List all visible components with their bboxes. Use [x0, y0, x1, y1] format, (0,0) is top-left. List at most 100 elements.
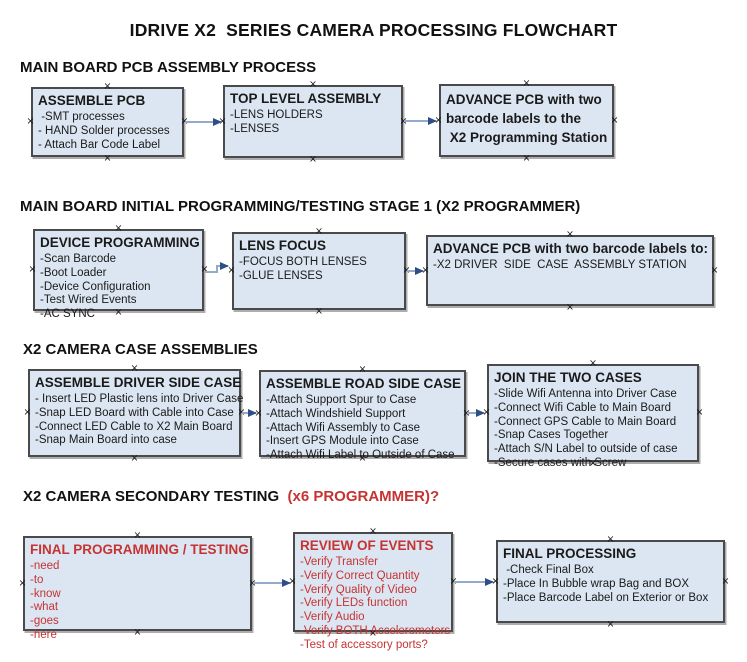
box-title: ASSEMBLE ROAD SIDE CASE	[266, 376, 462, 391]
section-heading-red: (x6 PROGRAMMER)?	[279, 488, 440, 505]
box-item: -Verify Quality of Video	[300, 583, 417, 596]
connection-handle-icon[interactable]: ×	[369, 526, 377, 537]
box-title: REVIEW OF EVENTS	[300, 538, 434, 553]
connection-handle-icon[interactable]: ×	[434, 114, 443, 126]
connection-handle-icon[interactable]: ×	[358, 453, 367, 464]
connection-handle-icon[interactable]: ×	[180, 116, 189, 127]
connection-handle-icon[interactable]: ×	[218, 115, 227, 127]
connection-handle-icon[interactable]: ×	[130, 363, 139, 374]
connection-handle-icon[interactable]: ×	[28, 264, 37, 275]
connection-handle-icon[interactable]: ×	[18, 577, 27, 589]
connection-handle-icon[interactable]: ×	[522, 153, 531, 164]
section-heading: MAIN BOARD PCB ASSEMBLY PROCESS	[20, 59, 317, 76]
connection-handle-icon[interactable]: ×	[237, 407, 246, 418]
connector-arrow[interactable]	[205, 262, 229, 273]
box-title-line: barcode labels to the	[446, 111, 582, 126]
connection-handle-icon[interactable]: ×	[26, 116, 35, 127]
connection-handle-icon[interactable]: ×	[358, 364, 367, 375]
connection-handle-icon[interactable]: ×	[695, 407, 704, 418]
process-box-assemble-pcb[interactable]: ASSEMBLE PCB -SMT processes - HAND Solde…	[27, 82, 189, 164]
box-item: -GLUE LENSES	[239, 269, 323, 282]
box-item: -Test of accessory ports?	[300, 638, 428, 651]
box-title: ADVANCE PCB with two barcode labels to:	[433, 241, 709, 256]
connection-handle-icon[interactable]: ×	[589, 458, 597, 469]
connection-handle-icon[interactable]: ×	[200, 264, 209, 275]
box-item: -Verify BOTH Accelerometers	[300, 624, 451, 637]
box-title: ASSEMBLE PCB	[38, 93, 146, 108]
box-item: -Snap Cases Together	[494, 429, 609, 442]
connection-handle-icon[interactable]: ×	[462, 407, 471, 419]
connection-handle-icon[interactable]: ×	[133, 627, 142, 638]
box-item: -Snap LED Board with Cable into Case	[35, 406, 234, 419]
connection-handle-icon[interactable]: ×	[566, 229, 574, 240]
box-item: -Attach S/N Label to outside of case	[494, 443, 678, 456]
process-box-top-level-assembly[interactable]: TOP LEVEL ASSEMBLY -LENS HOLDERS -LENSES…	[219, 80, 408, 165]
process-box-review-of-events[interactable]: REVIEW OF EVENTS -Verify Transfer -Verif…	[289, 527, 458, 651]
box-item: -Attach Wifi Assembly to Case	[266, 421, 421, 434]
connection-handle-icon[interactable]: ×	[114, 307, 123, 318]
box-item: -X2 DRIVER SIDE CASE ASSEMBLY STATION	[433, 259, 687, 271]
box-item: -need	[30, 560, 60, 572]
box-item: -to	[30, 573, 44, 586]
process-box-assemble-driver-side-case[interactable]: ASSEMBLE DRIVER SIDE CASE - Insert LED P…	[24, 364, 246, 464]
process-box-final-processing[interactable]: FINAL PROCESSING -Check Final Box -Place…	[492, 535, 730, 630]
box-item: -FOCUS BOTH LENSES	[239, 256, 367, 268]
connection-handle-icon[interactable]: ×	[114, 223, 123, 234]
process-box-join-the-two-cases[interactable]: JOIN THE TWO CASES -Slide Wifi Antenna i…	[483, 359, 704, 469]
connection-handle-icon[interactable]: ×	[103, 81, 112, 92]
box-title: FINAL PROGRAMMING / TESTING	[30, 542, 249, 557]
connection-handle-icon[interactable]: ×	[589, 358, 597, 369]
box-item: -Secure cases with Screw	[494, 456, 627, 469]
box-item: -Attach Windshield Support	[266, 407, 406, 420]
connection-handle-icon[interactable]: ×	[449, 576, 458, 587]
box-item: -Snap Main Board into case	[35, 434, 177, 447]
box-item: -Verify LEDs function	[300, 597, 408, 610]
connection-handle-icon[interactable]: ×	[248, 577, 257, 589]
connection-handle-icon[interactable]: ×	[399, 115, 408, 127]
connection-handle-icon[interactable]: ×	[288, 576, 297, 587]
connection-handle-icon[interactable]: ×	[315, 226, 323, 237]
connection-handle-icon[interactable]: ×	[309, 79, 317, 90]
connection-handle-icon[interactable]: ×	[421, 264, 430, 276]
connection-handle-icon[interactable]: ×	[710, 264, 719, 276]
connection-handle-icon[interactable]: ×	[227, 265, 236, 276]
box-item: -AC SYNC	[40, 308, 95, 321]
connection-handle-icon[interactable]: ×	[402, 265, 411, 276]
connection-handle-icon[interactable]: ×	[610, 114, 619, 126]
box-item: -Connect GPS Cable to Main Board	[494, 415, 677, 428]
process-box-advance-pcb-case-assembly[interactable]: ADVANCE PCB with two barcode labels to: …	[422, 230, 719, 313]
section-heading: X2 CAMERA CASE ASSEMBLIES	[23, 341, 258, 358]
process-box-assemble-road-side-case[interactable]: ASSEMBLE ROAD SIDE CASE -Attach Support …	[255, 365, 471, 464]
process-box-final-programming-testing[interactable]: FINAL PROGRAMMING / TESTING -need -to -k…	[19, 531, 257, 641]
connection-handle-icon[interactable]: ×	[315, 306, 323, 317]
connection-handle-icon[interactable]: ×	[369, 628, 377, 639]
section-heading: X2 CAMERA SECONDARY TESTING (x6 PROGRAMM…	[23, 488, 439, 505]
connection-handle-icon[interactable]: ×	[606, 619, 615, 630]
box-item: -Boot Loader	[40, 266, 107, 279]
connection-handle-icon[interactable]: ×	[606, 534, 615, 545]
box-item: -Verify Audio	[300, 611, 365, 624]
connection-handle-icon[interactable]: ×	[133, 530, 142, 541]
process-box-advance-pcb-programming[interactable]: ADVANCE PCB with two barcode labels to t…	[435, 79, 619, 164]
connection-handle-icon[interactable]: ×	[254, 407, 263, 419]
connection-handle-icon[interactable]: ×	[566, 302, 574, 313]
connection-handle-icon[interactable]: ×	[522, 78, 531, 89]
process-box-lens-focus[interactable]: LENS FOCUS -FOCUS BOTH LENSES -GLUE LENS…	[228, 227, 411, 317]
connection-handle-icon[interactable]: ×	[491, 575, 500, 587]
connection-handle-icon[interactable]: ×	[721, 575, 730, 587]
box-item: -SMT processes	[38, 111, 125, 123]
box-item: - Attach Bar Code Label	[38, 138, 161, 151]
box-title: LENS FOCUS	[239, 238, 327, 253]
box-item: -Verify Transfer	[300, 556, 378, 568]
connection-handle-icon[interactable]: ×	[103, 153, 112, 164]
connection-handle-icon[interactable]: ×	[130, 453, 139, 464]
connection-handle-icon[interactable]: ×	[23, 407, 32, 418]
box-title: ASSEMBLE DRIVER SIDE CASE	[35, 375, 242, 390]
connection-handle-icon[interactable]: ×	[309, 154, 317, 165]
connection-handle-icon[interactable]: ×	[482, 407, 491, 418]
process-box-device-programming[interactable]: DEVICE PROGRAMMING -Scan Barcode -Boot L…	[29, 224, 209, 320]
box-item: -Place Barcode Label on Exterior or Box	[503, 591, 709, 604]
box-item: -Attach Wifi Label to Outside of Case	[266, 449, 455, 462]
